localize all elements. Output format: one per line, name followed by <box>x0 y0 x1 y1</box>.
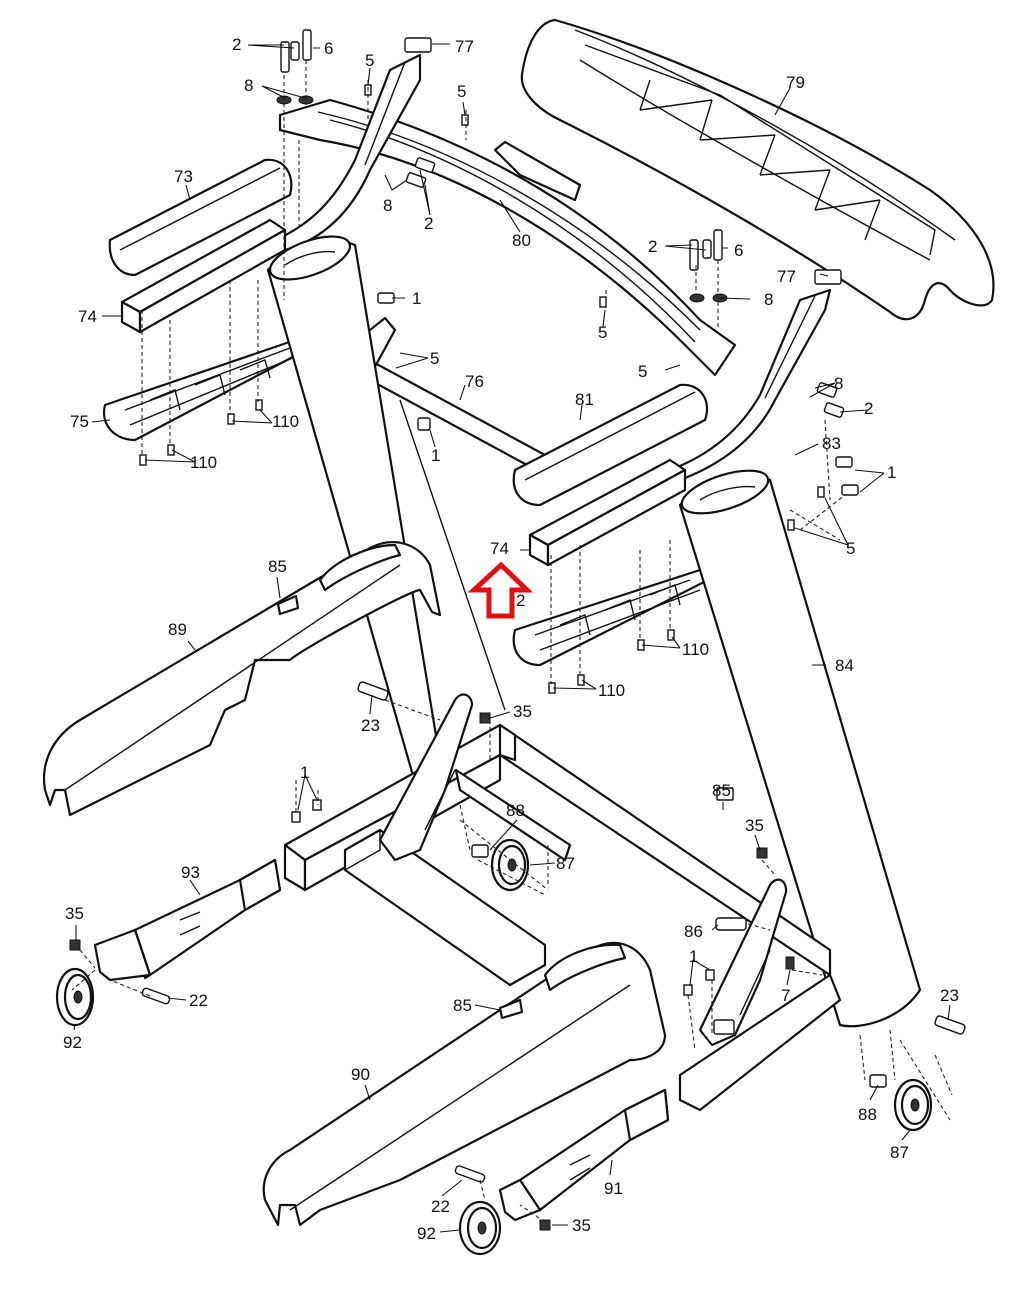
part-79-console-tray <box>520 18 995 321</box>
hardware <box>69 29 966 1231</box>
callout-85: 85 <box>712 781 731 800</box>
callout-1: 1 <box>689 947 698 966</box>
highlight-arrow-group <box>467 561 534 619</box>
callout-79: 79 <box>786 73 805 92</box>
callout-23: 23 <box>361 716 380 735</box>
callout-8: 8 <box>244 76 253 95</box>
callout-5: 5 <box>457 82 466 101</box>
part-93-left-leg-extension <box>93 858 282 982</box>
callout-89: 89 <box>168 620 187 639</box>
callout-88: 88 <box>858 1105 877 1124</box>
wheel-92-right <box>458 1200 502 1256</box>
callout-75: 75 <box>70 412 89 431</box>
callout-87: 87 <box>890 1143 909 1162</box>
callout-76: 76 <box>465 372 484 391</box>
callout-8: 8 <box>834 374 843 393</box>
callout-6: 6 <box>324 39 333 58</box>
callout-5: 5 <box>638 362 647 381</box>
part-81-right-handrail-cover <box>512 383 708 507</box>
callout-84: 84 <box>835 656 854 675</box>
callout-110: 110 <box>598 681 625 700</box>
part-90-right-shroud <box>262 941 667 1227</box>
callout-22: 22 <box>189 991 208 1010</box>
right-pivot-bracket <box>698 878 788 1047</box>
callout-73: 73 <box>174 167 193 186</box>
alignment-lines <box>71 60 953 1223</box>
wheel-87-right <box>893 1078 933 1132</box>
callout-77: 77 <box>455 37 474 56</box>
callout-83: 83 <box>822 434 841 453</box>
part-74-right-handrail-tube <box>528 458 687 567</box>
callout-74: 74 <box>490 539 509 558</box>
callout-2: 2 <box>516 591 525 610</box>
callout-5: 5 <box>430 349 439 368</box>
callout-90: 90 <box>351 1065 370 1084</box>
callout-77: 77 <box>777 267 796 286</box>
callout-35: 35 <box>572 1216 591 1235</box>
callout-5: 5 <box>365 51 374 70</box>
part-84-right-upright-post <box>399 399 922 1028</box>
callout-2: 2 <box>648 237 657 256</box>
part-89-left-shroud <box>42 541 442 817</box>
left-pivot-bracket <box>378 693 474 862</box>
callout-110: 110 <box>190 453 217 472</box>
callout-110: 110 <box>272 412 299 431</box>
callout-92: 92 <box>417 1224 436 1243</box>
callout-87: 87 <box>556 854 575 873</box>
part-91-right-leg-extension <box>498 1088 670 1222</box>
callout-2: 2 <box>424 214 433 233</box>
callout-22: 22 <box>431 1197 450 1216</box>
callout-2: 2 <box>864 399 873 418</box>
callout-1: 1 <box>887 463 896 482</box>
callout-85: 85 <box>268 557 287 576</box>
callout-1: 1 <box>431 446 440 465</box>
callout-86: 86 <box>684 922 703 941</box>
left-upright-post <box>266 235 447 802</box>
part-73-left-handrail-cover <box>108 158 293 277</box>
callout-35: 35 <box>513 702 532 721</box>
wheel-92-left <box>55 967 95 1027</box>
callout-110: 110 <box>682 640 709 659</box>
callout-92: 92 <box>63 1033 82 1052</box>
callout-5: 5 <box>846 539 855 558</box>
callout-91: 91 <box>604 1179 623 1198</box>
callout-93: 93 <box>181 863 200 882</box>
callout-8: 8 <box>383 196 392 215</box>
callout-5: 5 <box>598 323 607 342</box>
wheel-87-left <box>490 838 530 892</box>
part-74-left-handrail-tube <box>120 218 287 334</box>
callout-1: 1 <box>412 289 421 308</box>
callout-35: 35 <box>65 904 84 923</box>
callout-8: 8 <box>764 290 773 309</box>
callout-88: 88 <box>506 801 525 820</box>
part-72-right-pulse-grip <box>512 568 714 667</box>
callouts: 2 6 8 5 77 5 79 73 8 2 80 2 6 77 1 8 74 … <box>63 35 959 1243</box>
part-80-crossbar <box>278 98 737 377</box>
callout-80: 80 <box>512 231 531 250</box>
callout-1: 1 <box>300 763 309 782</box>
callout-6: 6 <box>734 241 743 260</box>
callout-7: 7 <box>781 986 790 1005</box>
callout-23: 23 <box>940 986 959 1005</box>
callout-2: 2 <box>232 35 241 54</box>
callout-35: 35 <box>745 816 764 835</box>
callout-85: 85 <box>453 996 472 1015</box>
callout-74: 74 <box>78 307 97 326</box>
highlight-arrow <box>467 561 534 619</box>
callout-81: 81 <box>575 390 594 409</box>
leader-lines <box>73 43 951 1233</box>
